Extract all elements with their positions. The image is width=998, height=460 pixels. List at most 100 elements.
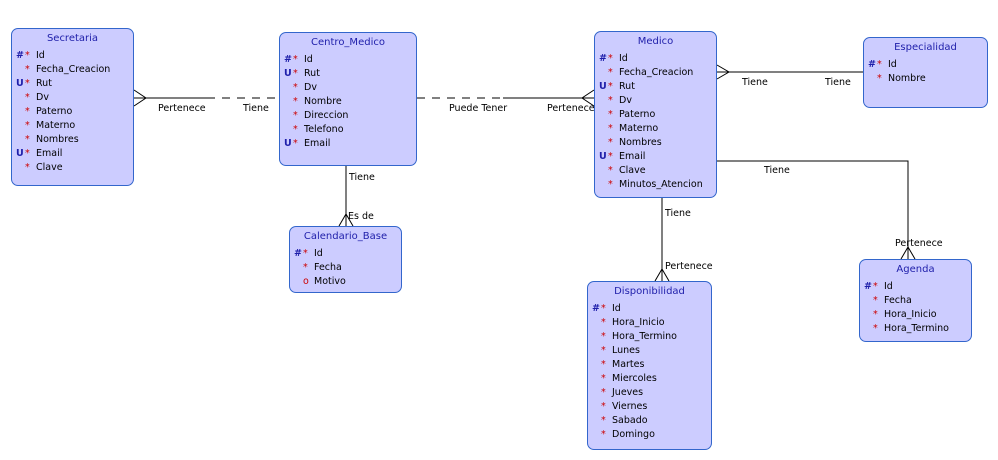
key-marker: # (294, 248, 302, 259)
mandatory-marker: * (601, 303, 606, 314)
rel-label-centro-tiene-calendario: Tiene (349, 172, 375, 183)
attribute-row[interactable]: U*Rut (599, 80, 716, 94)
entity-agenda[interactable]: Agenda #*Id*Fecha*Hora_Inicio*Hora_Termi… (859, 259, 972, 342)
attribute-name: Rut (304, 68, 320, 79)
attribute-row[interactable]: *Fecha_Creacion (599, 66, 716, 80)
attribute-row[interactable]: #*Id (868, 58, 987, 72)
mandatory-marker: * (25, 78, 30, 89)
attribute-row[interactable]: *Materno (599, 122, 716, 136)
key-marker: U (284, 68, 292, 79)
attribute-row[interactable]: #*Id (284, 53, 416, 67)
mandatory-marker: * (293, 110, 298, 121)
attribute-name: Viernes (612, 401, 648, 412)
rel-label-medico-tiene-especialidad: Tiene (742, 77, 768, 88)
attribute-row[interactable]: *Dv (16, 91, 133, 105)
attribute-name: Hora_Inicio (884, 309, 937, 320)
mandatory-marker: * (873, 309, 878, 320)
attribute-row[interactable]: *Nombre (284, 95, 416, 109)
attribute-row[interactable]: #*Id (16, 49, 133, 63)
attribute-row[interactable]: *Clave (16, 161, 133, 175)
attribute-row[interactable]: *Telefono (284, 123, 416, 137)
attribute-row[interactable]: *Hora_Termino (864, 322, 971, 336)
attribute-row[interactable]: *Nombre (868, 72, 987, 86)
attribute-row[interactable]: *Jueves (592, 386, 711, 400)
attribute-name: Clave (619, 165, 646, 176)
mandatory-marker: * (601, 373, 606, 384)
attribute-row[interactable]: U*Email (16, 147, 133, 161)
attribute-row[interactable]: *Dv (284, 81, 416, 95)
entity-title: Centro_Medico (311, 37, 385, 48)
mandatory-marker: * (877, 59, 882, 70)
attribute-row[interactable]: #*Id (599, 52, 716, 66)
attribute-row[interactable]: *Nombres (16, 133, 133, 147)
attribute-row[interactable]: U*Rut (284, 67, 416, 81)
attribute-row[interactable]: * Lunes (592, 344, 711, 358)
attribute-row[interactable]: * Sabado (592, 414, 711, 428)
attribute-name: Id (36, 50, 45, 61)
attribute-name: Martes (612, 359, 645, 370)
attribute-row[interactable]: *Nombres (599, 136, 716, 150)
attribute-name: Rut (619, 81, 635, 92)
key-marker: # (16, 50, 24, 61)
attribute-row[interactable]: *Martes (592, 358, 711, 372)
attribute-name: Minutos_Atencion (619, 179, 703, 190)
attribute-name: Miercoles (612, 373, 657, 384)
attribute-row[interactable]: * Viernes (592, 400, 711, 414)
attribute-name: Paterno (36, 106, 73, 117)
attribute-name: Fecha_Creacion (36, 64, 111, 75)
key-marker: U (16, 78, 24, 89)
attribute-row[interactable]: #*Id (294, 247, 401, 261)
mandatory-marker: * (601, 415, 606, 426)
mandatory-marker: * (608, 67, 613, 78)
attribute-name: Motivo (314, 276, 346, 287)
entity-especialidad[interactable]: Especialidad #*Id*Nombre (863, 37, 988, 108)
attribute-row[interactable]: *Domingo (592, 428, 711, 442)
attribute-row[interactable]: U*Email (599, 150, 716, 164)
attribute-name: Id (304, 54, 313, 65)
attribute-row[interactable]: U*Email (284, 137, 416, 151)
attribute-row[interactable]: *Hora_Termino (592, 330, 711, 344)
attribute-name: Lunes (612, 345, 640, 356)
crowfoot-agenda (900, 246, 916, 260)
attribute-name: Sabado (612, 415, 648, 426)
attribute-name: Fecha (884, 295, 912, 306)
mandatory-marker: * (873, 281, 878, 292)
mandatory-marker: * (608, 109, 613, 120)
rel-label-agenda-pertenece: Pertenece (895, 238, 943, 249)
attribute-row[interactable]: *Hora_Inicio (592, 316, 711, 330)
attribute-row[interactable]: * Hora_Inicio (864, 308, 971, 322)
attribute-row[interactable]: *Paterno (599, 108, 716, 122)
entity-disponibilidad[interactable]: Disponibilidad #*Id*Hora_Inicio*Hora_Ter… (587, 281, 712, 450)
crowfoot-secretaria (133, 89, 147, 107)
attribute-row[interactable]: *Dv (599, 94, 716, 108)
attribute-row[interactable]: *Paterno (16, 105, 133, 119)
entity-title: Agenda (896, 264, 935, 275)
attribute-row[interactable]: *Fecha_Creacion (16, 63, 133, 77)
mandatory-marker: * (601, 401, 606, 412)
attribute-row[interactable]: *Fecha (864, 294, 971, 308)
rel-label-medico-tiene-disponibilidad: Tiene (665, 208, 691, 219)
attribute-row[interactable]: *Minutos_Atencion (599, 178, 716, 192)
attribute-row[interactable]: *Direccion (284, 109, 416, 123)
entity-title: Medico (637, 36, 674, 47)
attribute-row[interactable]: #*Id (592, 302, 711, 316)
attribute-row[interactable]: #*Id (864, 280, 971, 294)
key-marker: U (284, 138, 292, 149)
attribute-list: #*Id*Hora_Inicio*Hora_Termino*Lunes*Mart… (588, 298, 711, 442)
attribute-row[interactable]: *Fecha (294, 261, 401, 275)
attribute-row[interactable]: U*Rut (16, 77, 133, 91)
attribute-row[interactable]: * Miercoles (592, 372, 711, 386)
mandatory-marker: * (608, 151, 613, 162)
attribute-row[interactable]: *Materno (16, 119, 133, 133)
attribute-row[interactable]: *Clave (599, 164, 716, 178)
line-medico-agenda (717, 160, 909, 259)
rel-label-medico-pertenece: Pertenece (547, 103, 595, 114)
mandatory-marker: * (601, 345, 606, 356)
attribute-name: Fecha (314, 262, 342, 273)
